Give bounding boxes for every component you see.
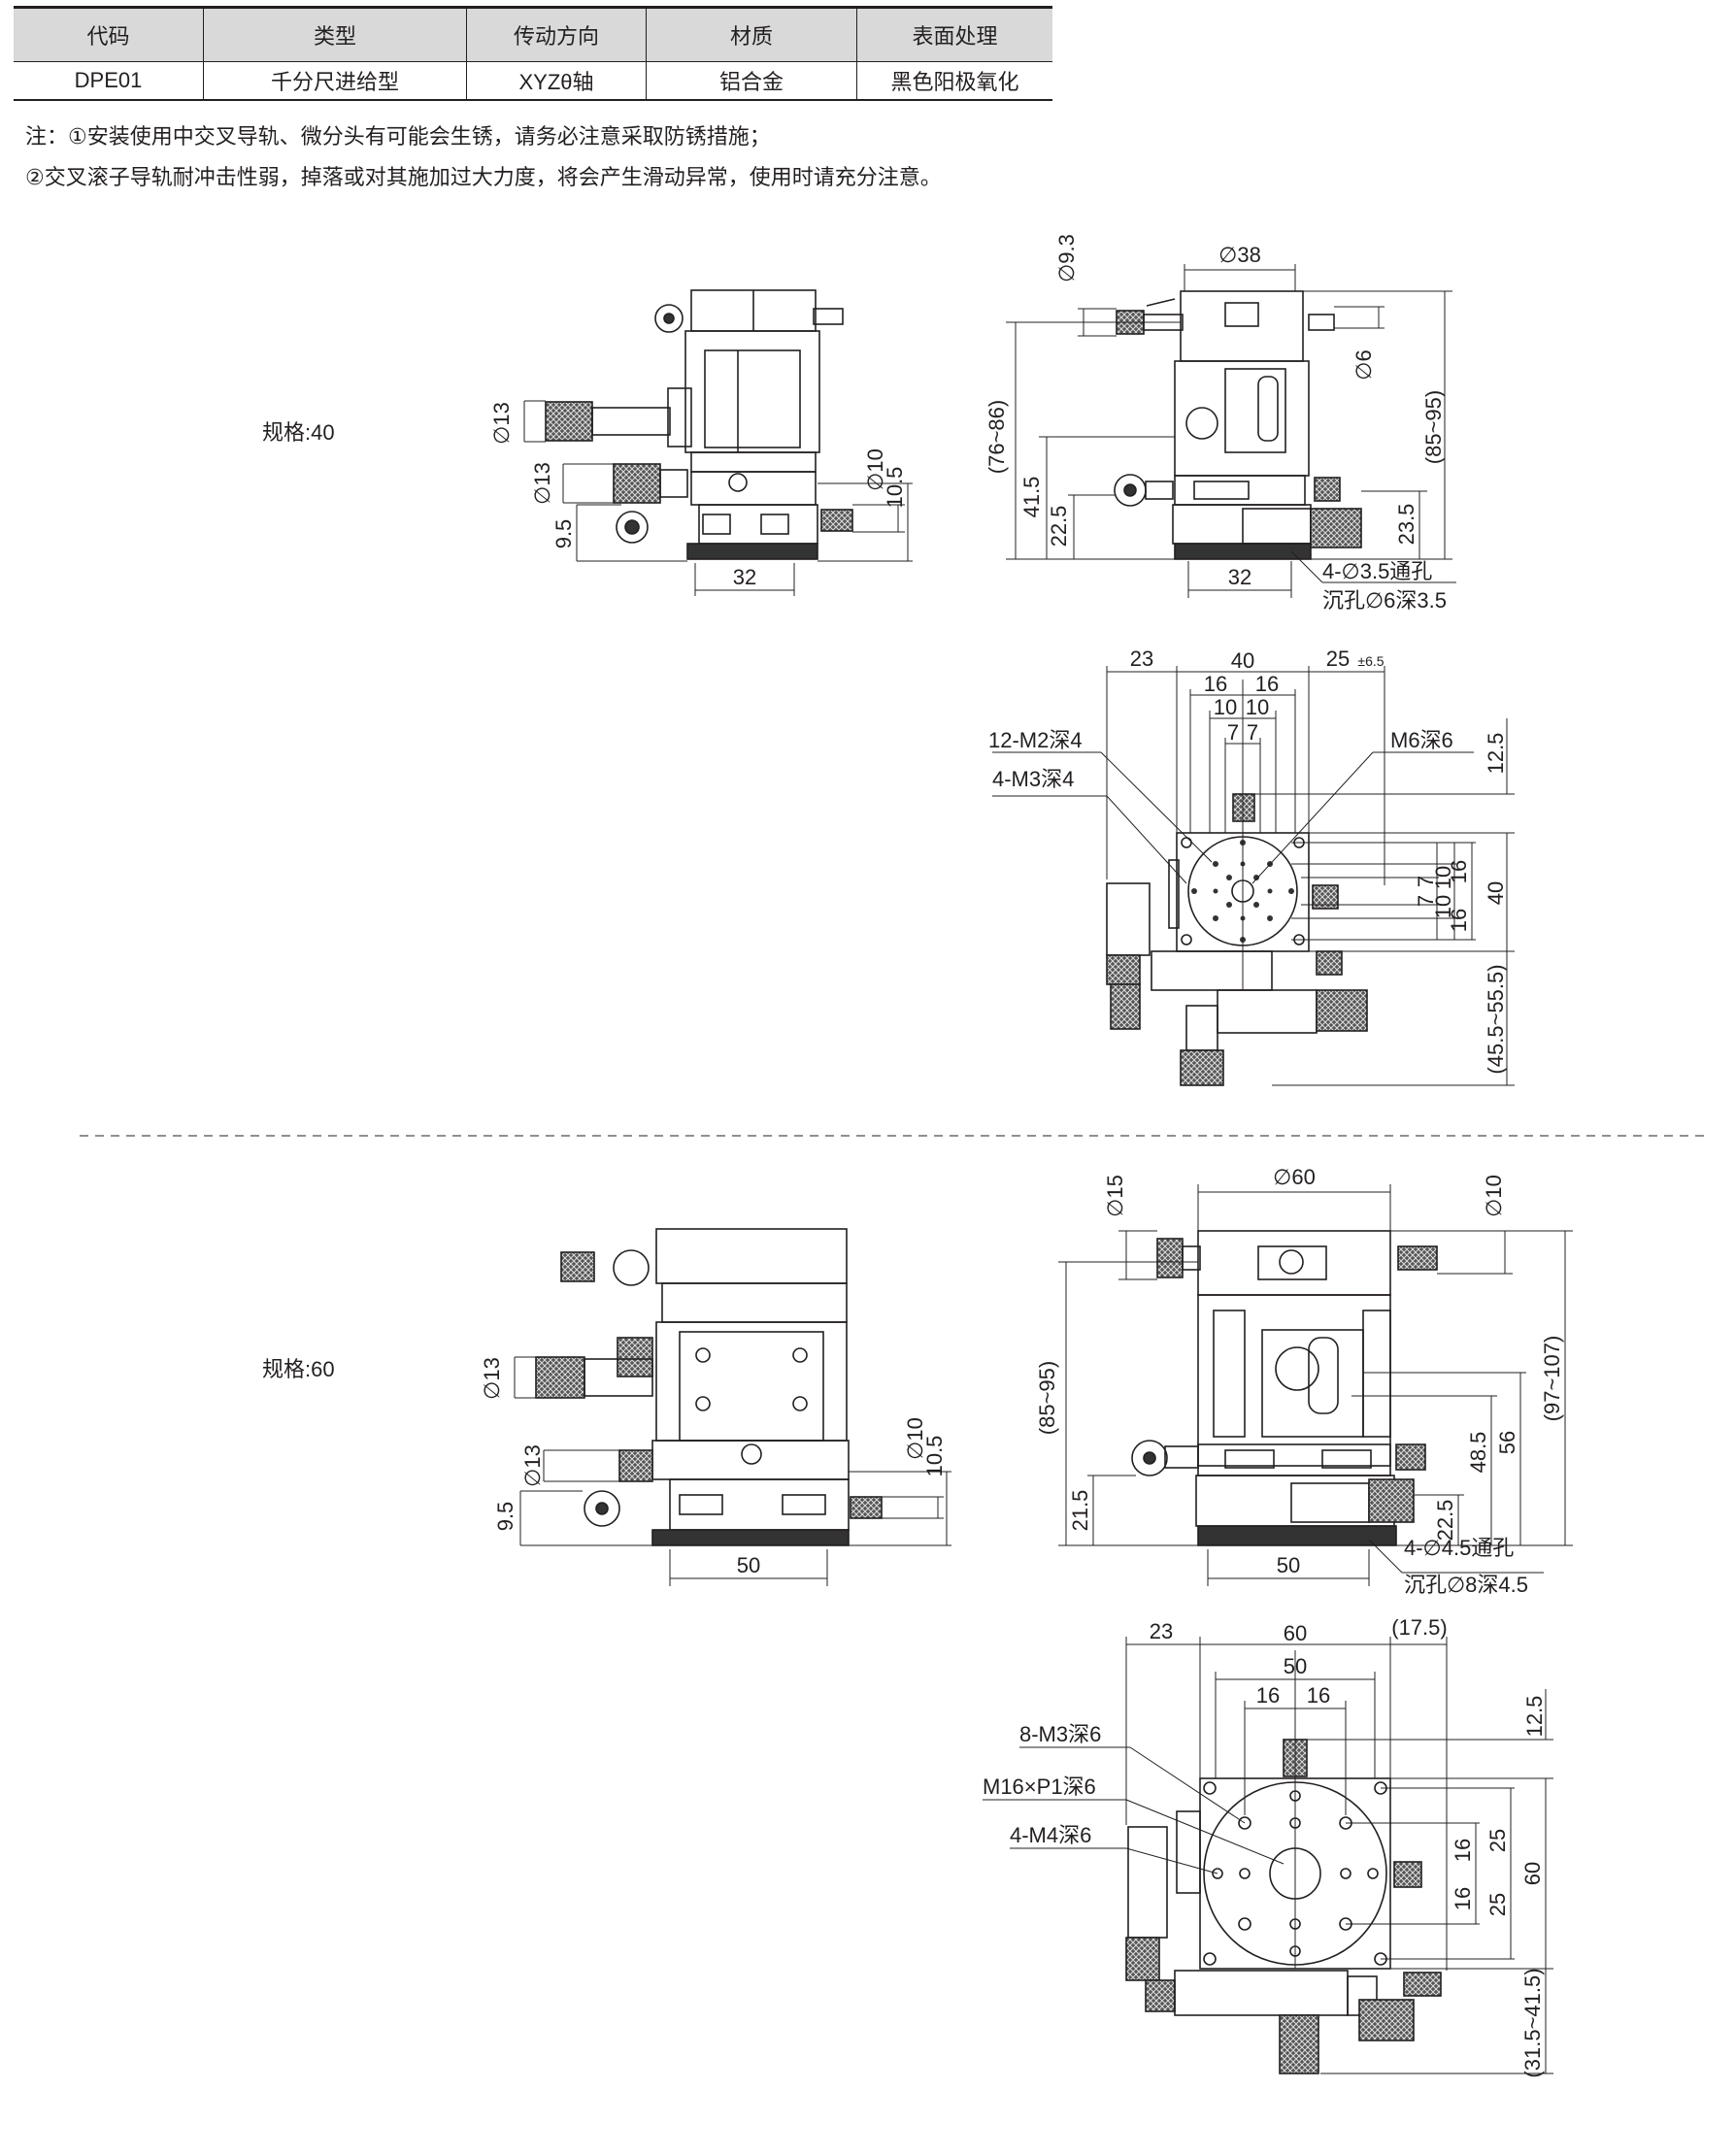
- dim-label: 7: [1414, 895, 1438, 907]
- spec60-top-view: [983, 1637, 1553, 2074]
- dim-label: 10: [1431, 866, 1455, 889]
- dim-label: 10.5: [922, 1436, 947, 1477]
- thread-note: 4-M4深6: [1010, 1823, 1091, 1847]
- dim-label: 48.5: [1466, 1432, 1490, 1474]
- dim-label: 12.5: [1484, 733, 1508, 775]
- dim-label: (85~95): [1035, 1361, 1059, 1435]
- dim-label: 40: [1484, 881, 1508, 905]
- dim-label: 32: [1228, 565, 1251, 589]
- dim-label: 16: [1447, 860, 1471, 883]
- dim-label: ±6.5: [1357, 653, 1384, 669]
- dim-label: 16: [1256, 1683, 1280, 1708]
- dim-label: 10: [1214, 695, 1237, 719]
- dim-label: 10.5: [883, 467, 907, 509]
- dim-label: 50: [737, 1553, 760, 1577]
- spec40-label: 规格:40: [262, 420, 335, 445]
- dim-label: 9.5: [493, 1502, 517, 1532]
- spec60-side-view: [514, 1228, 951, 1586]
- dim-label: ∅9.3: [1054, 234, 1079, 282]
- dim-label: 25: [1485, 1829, 1510, 1852]
- dim-label: 16: [1447, 909, 1471, 932]
- dim-label: 56: [1495, 1431, 1519, 1454]
- dim-label: 25: [1485, 1893, 1510, 1916]
- cell-direction: XYZθ轴: [466, 61, 647, 101]
- dim-label: ∅13: [530, 462, 554, 505]
- spec60-label: 规格:60: [262, 1357, 335, 1381]
- dim-label: 7: [1227, 720, 1239, 745]
- dim-label: 32: [733, 565, 756, 589]
- dim-label: 25: [1326, 647, 1350, 671]
- dim-label: (45.5~55.5): [1484, 964, 1508, 1074]
- dim-label: 10: [1246, 695, 1269, 719]
- dim-label: (31.5~41.5): [1520, 1968, 1545, 2077]
- thread-note: M16×P1深6: [983, 1775, 1096, 1799]
- header-code: 代码: [14, 6, 204, 62]
- dim-label: 22.5: [1433, 1500, 1457, 1542]
- counterbore-note: 沉孔∅8深4.5: [1404, 1573, 1528, 1597]
- dim-label: (85~95): [1421, 390, 1446, 464]
- thread-note: 12-M2深4: [988, 728, 1083, 752]
- header-finish: 表面处理: [856, 6, 1052, 62]
- cell-finish: 黑色阳极氧化: [856, 61, 1052, 101]
- table-header-row: 代码 类型 传动方向 材质 表面处理: [14, 6, 1052, 62]
- spec60-front-view: [1058, 1184, 1573, 1586]
- dim-label: ∅13: [520, 1444, 545, 1487]
- dim-label: 10: [1431, 895, 1455, 918]
- hole-note: 4-∅4.5通孔: [1404, 1536, 1514, 1560]
- dim-label: 60: [1520, 1862, 1545, 1885]
- dim-label: 12.5: [1522, 1696, 1547, 1738]
- dim-label: ∅15: [1103, 1175, 1127, 1217]
- dim-label: 9.5: [551, 519, 576, 549]
- dim-label: 16: [1255, 672, 1279, 696]
- header-direction: 传动方向: [466, 6, 647, 62]
- cell-type: 千分尺进给型: [203, 61, 467, 101]
- thread-note: 8-M3深6: [1019, 1722, 1101, 1746]
- dim-label: (97~107): [1540, 1336, 1564, 1422]
- header-type: 类型: [203, 6, 467, 62]
- header-material: 材质: [646, 6, 857, 62]
- dim-label: 7: [1414, 876, 1438, 887]
- dim-label: ∅38: [1218, 243, 1261, 267]
- dim-label: ∅13: [480, 1357, 504, 1400]
- spec40-side-view: [523, 289, 913, 596]
- dim-label: 60: [1284, 1621, 1307, 1645]
- dim-label: 50: [1284, 1654, 1307, 1678]
- cell-material: 铝合金: [646, 61, 857, 101]
- dim-label: 21.5: [1068, 1490, 1092, 1532]
- dim-label: 7: [1247, 720, 1258, 745]
- dim-label: 41.5: [1019, 477, 1044, 518]
- note-2: ②交叉滚子导轨耐冲击性弱，掉落或对其施加过大力度，将会产生滑动异常，使用时请充分…: [25, 165, 942, 189]
- dim-label: 23: [1130, 647, 1153, 671]
- dim-label: (17.5): [1391, 1615, 1447, 1640]
- spec40-front-view: [1006, 264, 1456, 598]
- dim-label: ∅13: [489, 402, 514, 445]
- dim-label: ∅6: [1351, 349, 1376, 380]
- dim-label: ∅10: [863, 448, 887, 491]
- dim-label: ∅10: [1482, 1175, 1506, 1217]
- dim-label: 22.5: [1047, 506, 1071, 547]
- dim-label: 16: [1204, 672, 1227, 696]
- dim-label: 23.5: [1394, 504, 1418, 546]
- spec-table: 代码 类型 传动方向 材质 表面处理 DPE01 千分尺进给型 XYZθ轴 铝合…: [14, 6, 1052, 101]
- thread-note: 4-M3深4: [992, 767, 1074, 791]
- dim-label: 16: [1451, 1887, 1475, 1910]
- hole-note: 4-∅3.5通孔: [1322, 559, 1432, 583]
- dim-label: 23: [1150, 1619, 1173, 1643]
- spec40-top-view: [992, 666, 1515, 1086]
- counterbore-note: 沉孔∅6深3.5: [1322, 588, 1447, 613]
- dim-label: 16: [1307, 1683, 1330, 1708]
- thread-note: M6深6: [1390, 728, 1453, 752]
- dim-label: ∅10: [903, 1417, 927, 1460]
- note-1: 注：①安装使用中交叉导轨、微分头有可能会生锈，请务必注意采取防锈措施；: [25, 124, 771, 149]
- cell-code: DPE01: [14, 61, 204, 101]
- table-row: DPE01 千分尺进给型 XYZθ轴 铝合金 黑色阳极氧化: [14, 61, 1052, 101]
- dim-label: 16: [1451, 1839, 1475, 1862]
- dim-label: ∅60: [1273, 1165, 1316, 1189]
- dim-label: (76~86): [984, 400, 1009, 474]
- dim-label: 40: [1231, 648, 1254, 673]
- dim-label: 50: [1277, 1553, 1300, 1577]
